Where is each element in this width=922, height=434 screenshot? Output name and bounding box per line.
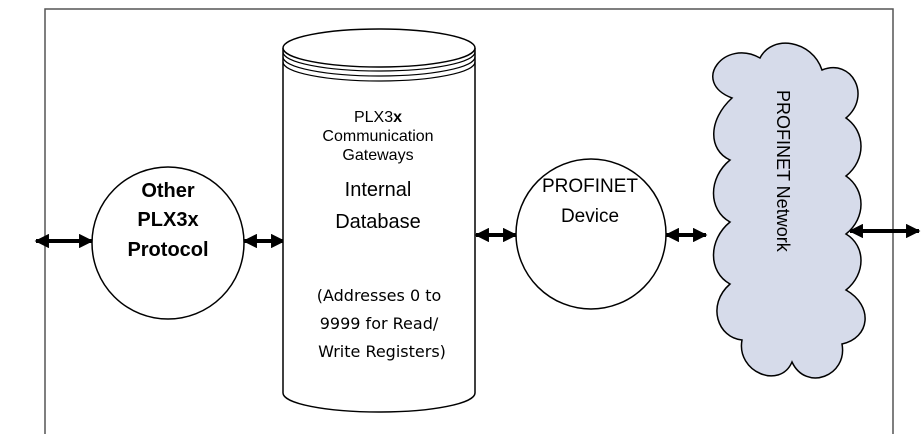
- database-note-line1: (Addresses 0 to: [317, 286, 442, 305]
- module-boundary: [44, 8, 894, 434]
- database-note-line3: Write Registers): [318, 342, 446, 361]
- protocol-label-line1: Other: [141, 180, 195, 202]
- network-label: PROFINET Network: [773, 90, 793, 253]
- database-label-line3: Gateways: [342, 147, 413, 164]
- protocol-circle: [91, 166, 245, 320]
- network-cloud: [712, 42, 866, 379]
- protocol-label-line3: Protocol: [127, 239, 208, 261]
- device-label-line1: PROFINET: [542, 176, 638, 197]
- device-label-line2: Device: [561, 206, 619, 227]
- database-label-line4: Internal: [345, 179, 412, 201]
- database-label-line2: Communication: [322, 128, 433, 145]
- protocol-label-line2: PLX3x: [137, 209, 198, 231]
- database-label-line5: Database: [335, 211, 421, 233]
- device-circle: [515, 158, 667, 310]
- database-cylinder: [282, 28, 476, 413]
- database-note-line2: 9999 for Read/: [320, 314, 439, 333]
- database-product-name: PLX3x: [354, 109, 402, 126]
